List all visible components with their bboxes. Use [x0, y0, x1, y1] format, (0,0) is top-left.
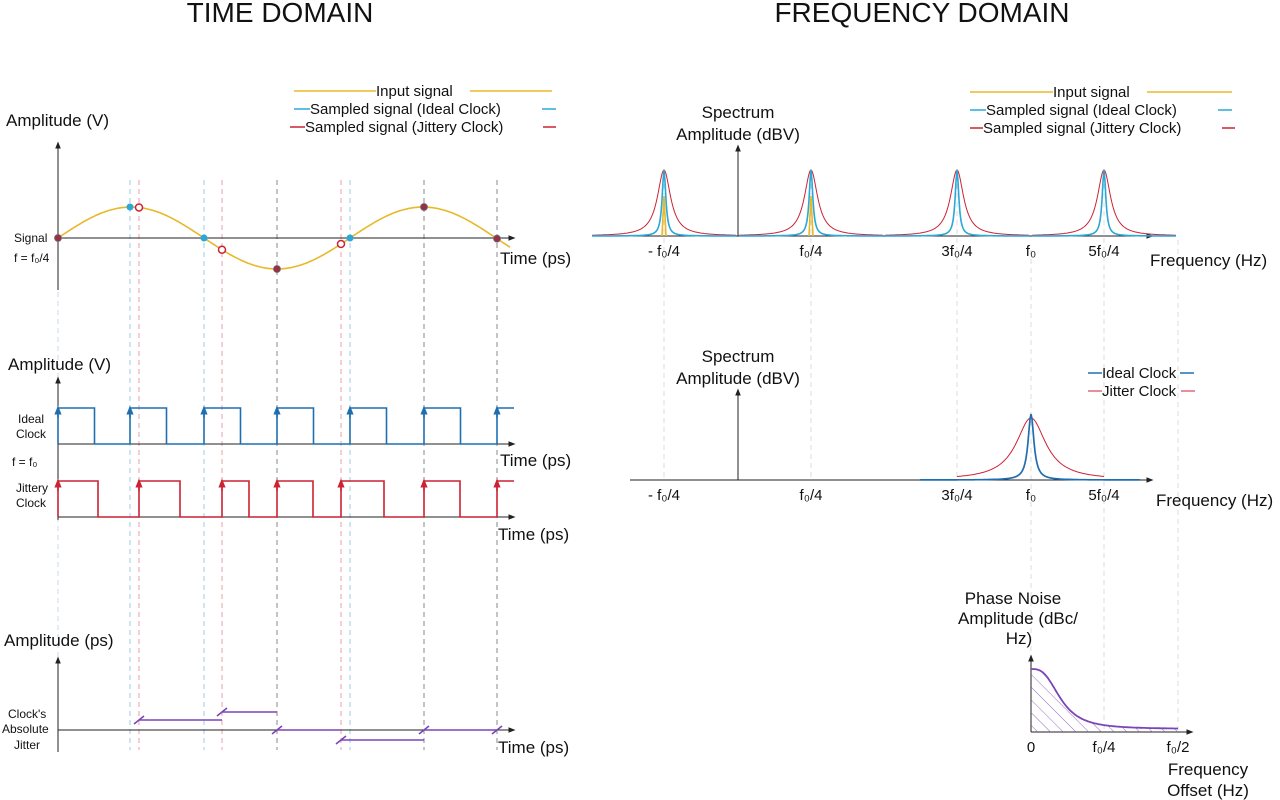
legend-freq-top: Input signal Sampled signal (Ideal Clock…	[970, 84, 1235, 137]
tick-label: - f₀/4	[648, 487, 680, 504]
y-axis-label: Amplitude (V)	[6, 111, 109, 130]
tick-label: f₀/4	[1093, 739, 1116, 756]
y-axis-label: Spectrum	[702, 347, 775, 366]
signal-freq-label: f = f₀/4	[14, 251, 50, 265]
common-sample-point	[54, 234, 62, 242]
x-axis-label: Frequency (Hz)	[1156, 491, 1273, 510]
ideal-clock-label: Ideal	[18, 412, 44, 426]
tick-label: 5f₀/4	[1088, 243, 1119, 260]
common-sample-point	[273, 265, 281, 273]
legend-ideal-label: Sampled signal (Ideal Clock)	[986, 102, 1177, 119]
y-axis-label: Spectrum	[702, 103, 775, 122]
ideal-sample-point	[346, 234, 354, 242]
frequency-domain-title: FREQUENCY DOMAIN	[774, 0, 1069, 28]
jitter-side-label: Clock's	[8, 707, 46, 721]
legend-jitter-label: Sampled signal (Jittery Clock)	[305, 119, 503, 136]
clock-freq-label: f = f₀	[12, 455, 37, 469]
jittery-clock-waveform	[57, 480, 514, 518]
tick-label: f₀	[1026, 487, 1036, 504]
time-jitter-plot: Amplitude (ps) Time (ps) Clock's Absolut…	[2, 631, 569, 757]
ideal-clock-waveform	[57, 407, 514, 445]
time-domain-title: TIME DOMAIN	[187, 0, 374, 28]
legend-ideal-clock-label: Ideal Clock	[1102, 365, 1177, 382]
input-spectrum-peak	[661, 195, 667, 237]
ideal-spectrum-peak	[592, 169, 736, 237]
x-axis-label: Time (ps)	[500, 451, 571, 470]
freq-spectrum-plot: Spectrum Amplitude (dBV) Frequency (Hz) …	[592, 103, 1267, 270]
phase-noise-area	[1031, 669, 1178, 732]
x-axis-label: Time (ps)	[500, 249, 571, 268]
y-axis-label: Hz)	[1006, 629, 1032, 648]
phase-noise-plot: Phase Noise Amplitude (dBc/ Hz) 0 f₀/4 f…	[958, 589, 1249, 800]
jitter-sample-point	[134, 203, 144, 212]
tick-label: f₀	[1026, 243, 1036, 260]
ideal-spectrum-peak	[739, 169, 883, 237]
jitter-side-label: Absolute	[2, 722, 49, 736]
x-axis-label: Offset (Hz)	[1167, 781, 1249, 800]
x-axis-label: Time (ps)	[498, 525, 569, 544]
time-clock-plot: Amplitude (V) Time (ps) Time (ps) Ideal …	[8, 355, 571, 544]
y-axis-label: Amplitude (ps)	[4, 631, 114, 650]
spectrum-peaks	[592, 169, 1176, 237]
x-axis-label: Frequency (Hz)	[1150, 251, 1267, 270]
tick-label: f₀/4	[800, 243, 823, 260]
signal-label: Signal	[14, 231, 47, 245]
x-axis-label: Time (ps)	[498, 738, 569, 757]
y-axis-label: Amplitude (dBc/	[958, 609, 1078, 628]
ideal-spectrum-peak	[885, 169, 1029, 237]
x-axis-label: Frequency	[1168, 760, 1249, 779]
tick-label: f₀/4	[800, 487, 823, 504]
legend-jitter-clock-label: Jitter Clock	[1102, 383, 1177, 400]
clock-edge-arrows	[54, 405, 501, 491]
clock-spectrum-peak	[920, 413, 1140, 481]
y-axis-label: Amplitude (dBV)	[676, 369, 800, 388]
jitter-segments	[133, 707, 503, 745]
tick-label: 3f₀/4	[941, 243, 972, 260]
legend-jitter-label: Sampled signal (Jittery Clock)	[983, 120, 1181, 137]
jittery-clock-label: Clock	[16, 496, 47, 510]
ideal-spectrum-peak	[1032, 169, 1176, 237]
ideal-sample-point	[126, 203, 134, 211]
jitter-sample-point	[336, 239, 346, 249]
freq-clock-spectrum-plot: Spectrum Amplitude (dBV) Frequency (Hz) …	[630, 347, 1273, 510]
ideal-clock-peak	[920, 413, 1140, 481]
y-axis-label: Phase Noise	[965, 589, 1061, 608]
legend-input-label: Input signal	[1053, 84, 1130, 101]
sample-points	[54, 203, 501, 273]
jitter-sample-point	[217, 245, 227, 254]
jittery-clock-label: Jittery	[16, 481, 48, 495]
y-axis-label: Amplitude (dBV)	[676, 125, 800, 144]
ideal-sample-point	[200, 234, 208, 242]
time-signal-plot: Amplitude (V) Time (ps) Signal f = f₀/4	[6, 111, 571, 290]
freq-guide-lines	[663, 175, 1179, 730]
legend-input-label: Input signal	[376, 83, 453, 100]
legend-freq-mid: Ideal Clock Jitter Clock	[1088, 365, 1195, 400]
ideal-clock-label: Clock	[16, 427, 47, 441]
phase-noise-curve	[1031, 668, 1178, 730]
tick-label: 0	[1027, 739, 1035, 756]
legend-ideal-label: Sampled signal (Ideal Clock)	[310, 101, 501, 118]
tick-label: 5f₀/4	[1088, 487, 1119, 504]
common-sample-point	[493, 234, 501, 243]
jitter-tick-marks	[133, 707, 503, 745]
tick-label: f₀/2	[1167, 739, 1190, 756]
legend-time: Input signal Sampled signal (Ideal Clock…	[290, 83, 556, 136]
tick-label: - f₀/4	[648, 243, 680, 260]
common-sample-point	[420, 203, 428, 211]
input-spectrum-peak	[808, 195, 814, 237]
tick-label: 3f₀/4	[941, 487, 972, 504]
jitter-side-label: Jitter	[14, 738, 40, 752]
y-axis-label: Amplitude (V)	[8, 355, 111, 374]
